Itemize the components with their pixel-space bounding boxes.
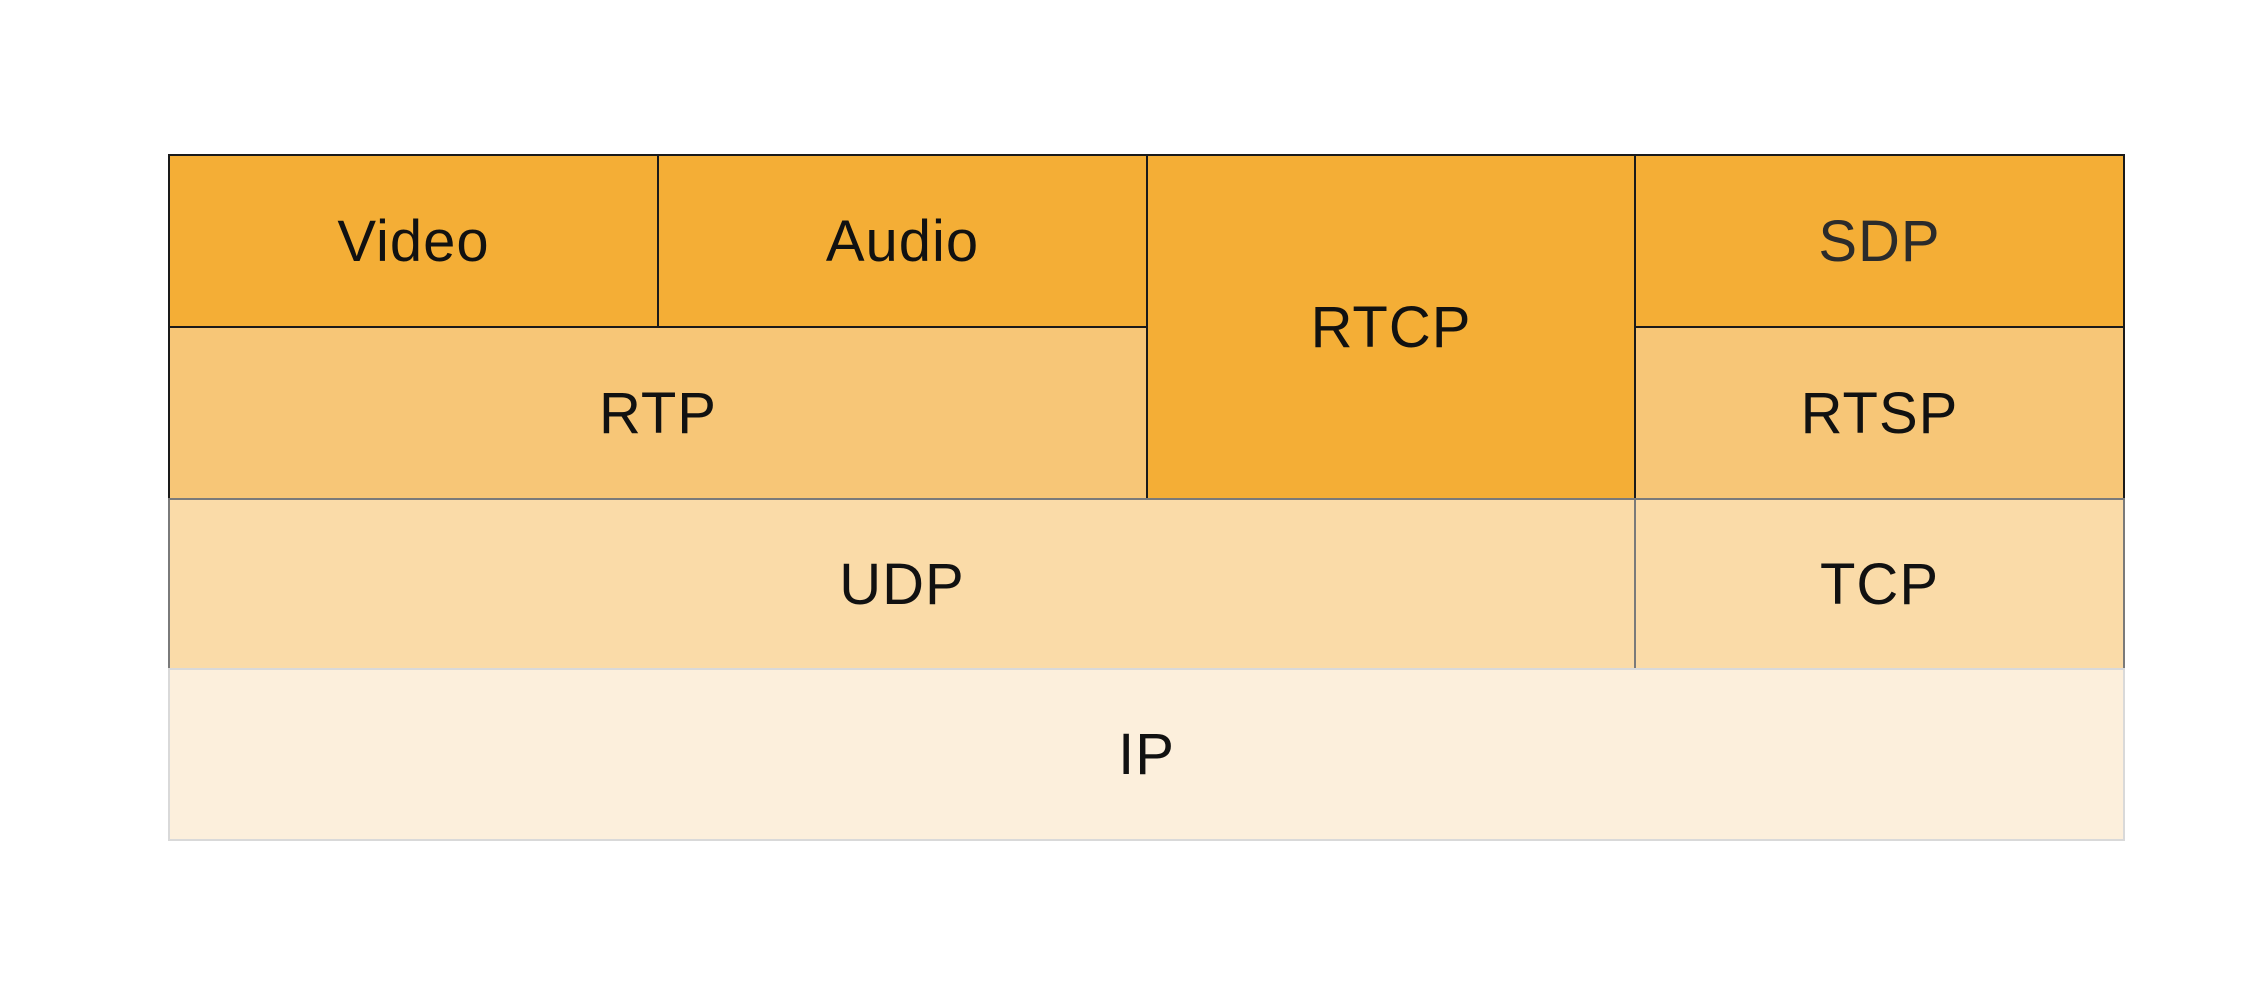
- rtp-label: RTP: [599, 380, 717, 446]
- tcp-label: TCP: [1820, 551, 1939, 617]
- udp-label: UDP: [839, 551, 965, 617]
- audio-block: Audio: [657, 154, 1148, 328]
- ip-block: IP: [168, 668, 2125, 841]
- video-block: Video: [168, 154, 659, 328]
- rtsp-block: RTSP: [1634, 326, 2125, 500]
- tcp-block: TCP: [1634, 498, 2125, 670]
- sdp-block: SDP: [1634, 154, 2125, 328]
- video-label: Video: [337, 208, 490, 274]
- rtsp-label: RTSP: [1800, 380, 1959, 446]
- rtcp-block: RTCP: [1146, 154, 1636, 500]
- ip-label: IP: [1118, 722, 1175, 787]
- udp-block: UDP: [168, 498, 1636, 670]
- sdp-label: SDP: [1818, 208, 1941, 274]
- rtcp-label: RTCP: [1310, 294, 1472, 360]
- rtp-block: RTP: [168, 326, 1148, 500]
- audio-label: Audio: [825, 208, 980, 274]
